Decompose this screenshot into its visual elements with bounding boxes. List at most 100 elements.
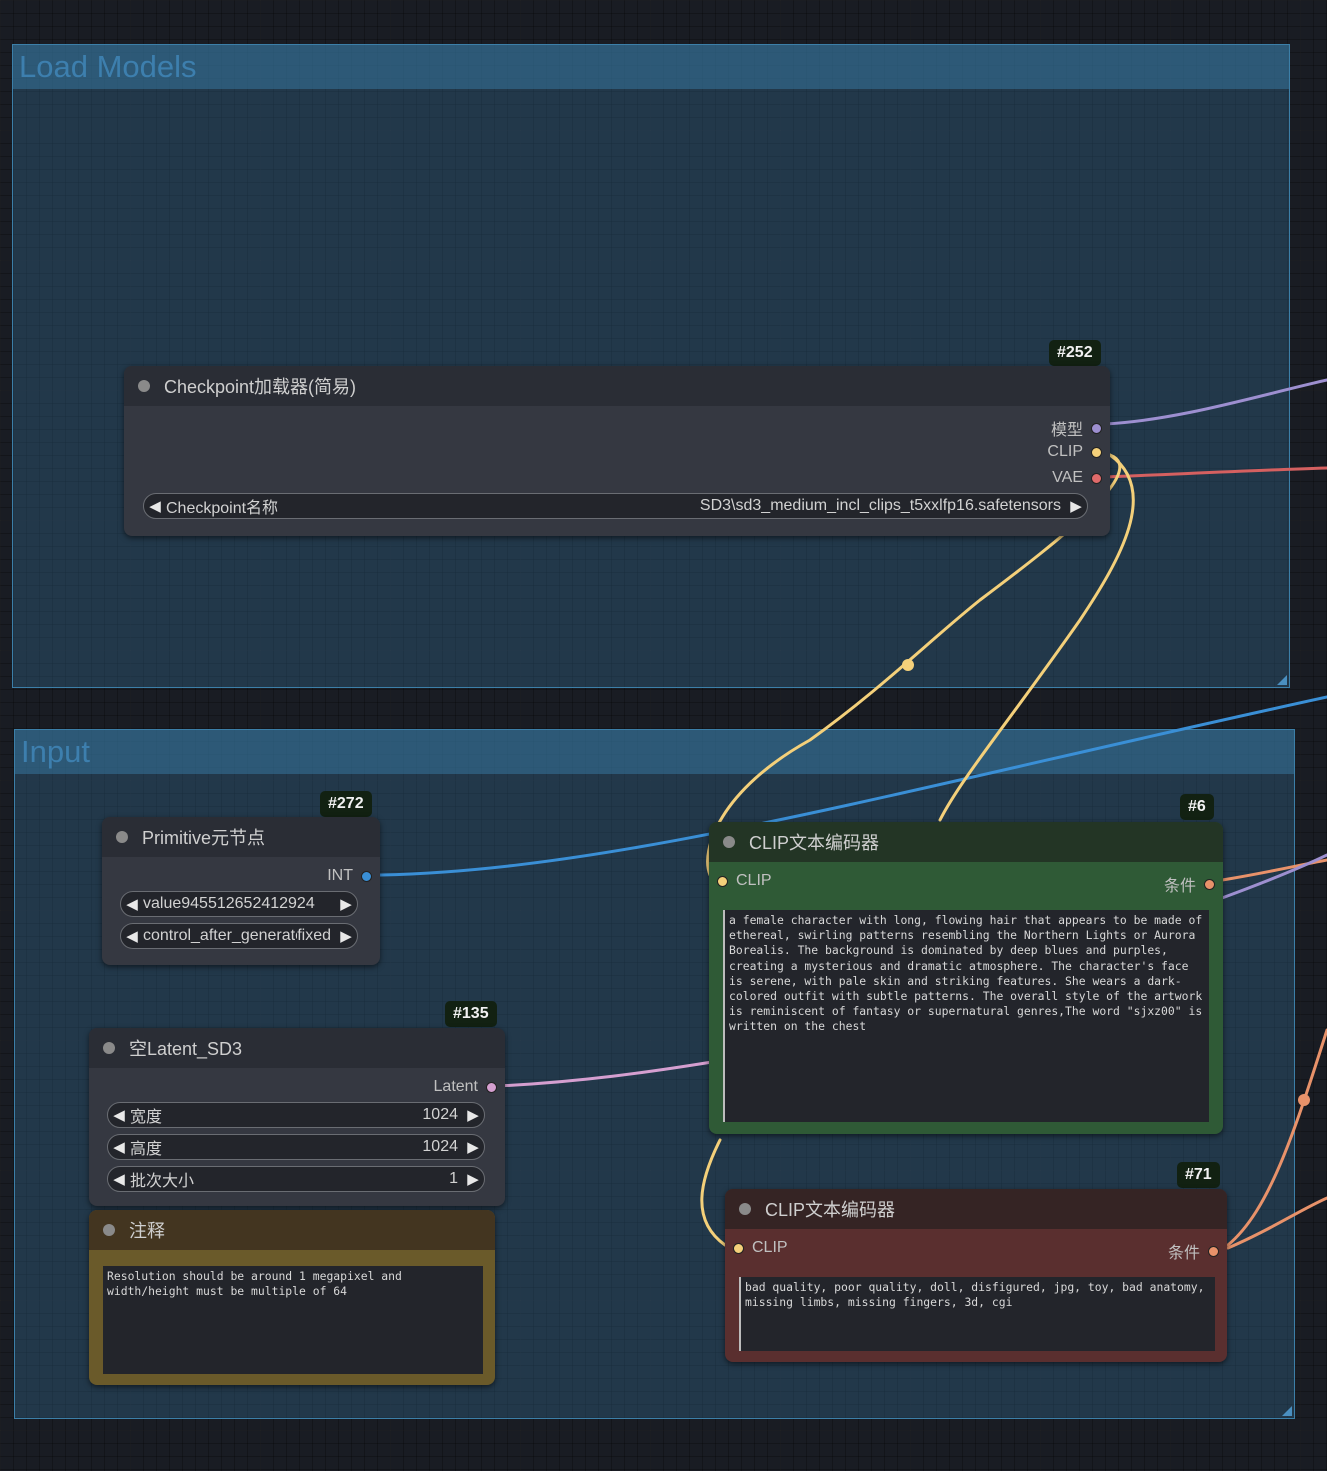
arrow-left-icon[interactable]: ◀	[113, 1107, 125, 1124]
arrow-left-icon[interactable]: ◀	[126, 928, 138, 945]
arrow-right-icon[interactable]: ▶	[340, 928, 352, 945]
node-empty-latent[interactable]: 空Latent_SD3 Latent ◀ 宽度 1024 ▶ ◀ 高度 1024…	[89, 1028, 505, 1206]
output-label: 模型	[1050, 422, 1083, 439]
node-header[interactable]: CLIP文本编码器	[725, 1189, 1227, 1229]
node-id-badge: #71	[1177, 1162, 1220, 1188]
output-int[interactable]: INT	[327, 867, 372, 885]
widget-label: control_after_generate	[143, 927, 298, 944]
collapse-dot-icon[interactable]	[103, 1224, 115, 1236]
output-slot-icon[interactable]	[486, 1081, 497, 1093]
node-title: CLIP文本编码器	[765, 1200, 896, 1220]
wire-cond-pos-2	[1220, 853, 1327, 900]
group-resize-handle[interactable]	[1277, 675, 1287, 685]
widget-label: value	[143, 895, 182, 912]
wire-vae	[1103, 466, 1327, 479]
output-label: 条件	[1167, 1245, 1200, 1262]
wire-int	[378, 695, 1327, 877]
output-clip[interactable]: CLIP	[1047, 443, 1102, 461]
group-title-load-models[interactable]: Load Models	[13, 45, 1289, 89]
input-slot-icon[interactable]	[733, 1242, 744, 1254]
group-resize-handle[interactable]	[1282, 1406, 1292, 1416]
output-label: CLIP	[1047, 443, 1083, 460]
widget-value: SD3\sd3_medium_incl_clips_t5xxlfp16.safe…	[699, 497, 1061, 514]
arrow-left-icon[interactable]: ◀	[113, 1139, 125, 1156]
arrow-right-icon[interactable]: ▶	[467, 1107, 479, 1124]
node-header[interactable]: Checkpoint加载器(简易)	[124, 366, 1110, 406]
output-label: Latent	[433, 1078, 478, 1095]
output-slot-icon[interactable]	[1091, 422, 1102, 434]
output-slot-icon[interactable]	[1091, 472, 1102, 484]
wire-reroute-dot	[1298, 1094, 1310, 1106]
arrow-left-icon[interactable]: ◀	[113, 1171, 125, 1188]
node-title: 空Latent_SD3	[129, 1039, 243, 1059]
arrow-right-icon[interactable]: ▶	[1070, 498, 1082, 515]
output-model[interactable]: 模型	[1051, 416, 1102, 440]
node-title: CLIP文本编码器	[749, 833, 880, 853]
widget-label: 宽度	[130, 1109, 163, 1126]
width-number-widget[interactable]: ◀ 宽度 1024 ▶	[107, 1102, 485, 1128]
wire-clip-to-negative	[938, 453, 1135, 822]
node-title: Primitive元节点	[142, 828, 266, 848]
arrow-right-icon[interactable]: ▶	[467, 1139, 479, 1156]
arrow-left-icon[interactable]: ◀	[126, 896, 138, 913]
widget-value: fixed	[297, 927, 331, 944]
value-number-widget[interactable]: ◀ value 945512652412924 ▶	[120, 891, 358, 917]
output-slot-icon[interactable]	[1091, 446, 1102, 458]
collapse-dot-icon[interactable]	[739, 1203, 751, 1215]
input-label: CLIP	[752, 1239, 788, 1256]
node-note[interactable]: 注释 Resolution should be around 1 megapix…	[89, 1210, 495, 1385]
node-header[interactable]: 空Latent_SD3	[89, 1028, 505, 1068]
input-clip[interactable]: CLIP	[717, 872, 772, 890]
collapse-dot-icon[interactable]	[138, 380, 150, 392]
arrow-right-icon[interactable]: ▶	[467, 1171, 479, 1188]
widget-value: 1	[449, 1170, 458, 1187]
input-slot-icon[interactable]	[717, 875, 728, 887]
wire-model	[1103, 378, 1327, 426]
node-title: Checkpoint加载器(简易)	[164, 377, 357, 397]
widget-value: 945512652412924	[181, 895, 315, 912]
node-clip-text-encode-negative[interactable]: CLIP文本编码器 CLIP 条件 bad quality, poor qual…	[725, 1189, 1227, 1362]
collapse-dot-icon[interactable]	[116, 831, 128, 843]
wire-latent	[496, 1060, 714, 1088]
output-label: VAE	[1052, 469, 1083, 486]
checkpoint-name-combo[interactable]: ◀ Checkpoint名称 SD3\sd3_medium_incl_clips…	[143, 493, 1088, 519]
collapse-dot-icon[interactable]	[103, 1042, 115, 1054]
node-checkpoint-loader[interactable]: Checkpoint加载器(简易) 模型 CLIP VAE ◀ Checkpoi…	[124, 366, 1110, 536]
widget-label: 高度	[130, 1141, 163, 1158]
wire-cond-neg-2	[1226, 1028, 1327, 1247]
height-number-widget[interactable]: ◀ 高度 1024 ▶	[107, 1134, 485, 1160]
arrow-right-icon[interactable]: ▶	[340, 896, 352, 913]
output-latent[interactable]: Latent	[434, 1078, 497, 1096]
wire-reroute-dot	[902, 659, 914, 671]
output-slot-icon[interactable]	[361, 870, 372, 882]
node-header[interactable]: 注释	[89, 1210, 495, 1250]
output-slot-icon[interactable]	[1204, 878, 1215, 890]
collapse-dot-icon[interactable]	[723, 836, 735, 848]
node-primitive[interactable]: Primitive元节点 INT ◀ value 945512652412924…	[102, 817, 380, 965]
widget-label: 批次大小	[130, 1173, 195, 1190]
node-id-badge: #135	[445, 1001, 497, 1027]
prompt-textarea[interactable]: bad quality, poor quality, doll, disfigu…	[739, 1277, 1215, 1351]
wire-cond-neg	[1226, 1196, 1327, 1250]
output-conditioning[interactable]: 条件	[1164, 872, 1215, 896]
node-header[interactable]: Primitive元节点	[102, 817, 380, 857]
output-conditioning[interactable]: 条件	[1168, 1239, 1219, 1263]
output-slot-icon[interactable]	[1208, 1245, 1219, 1257]
node-header[interactable]: CLIP文本编码器	[709, 822, 1223, 862]
input-clip[interactable]: CLIP	[733, 1239, 788, 1257]
arrow-left-icon[interactable]: ◀	[149, 498, 161, 515]
node-clip-text-encode-positive[interactable]: CLIP文本编码器 CLIP 条件 a female character wit…	[709, 822, 1223, 1134]
wire-clip-lower	[700, 1138, 727, 1247]
widget-label: Checkpoint名称	[166, 500, 279, 517]
note-textarea[interactable]: Resolution should be around 1 megapixel …	[103, 1266, 483, 1374]
node-id-badge: #6	[1180, 794, 1214, 820]
output-label: INT	[327, 867, 353, 884]
batch-size-number-widget[interactable]: ◀ 批次大小 1 ▶	[107, 1166, 485, 1192]
wire-cond-pos	[1220, 858, 1327, 882]
widget-value: 1024	[422, 1106, 458, 1123]
prompt-textarea[interactable]: a female character with long, flowing ha…	[723, 910, 1209, 1122]
input-label: CLIP	[736, 872, 772, 889]
output-vae[interactable]: VAE	[1052, 469, 1102, 487]
control-after-generate-combo[interactable]: ◀ control_after_generate fixed ▶	[120, 923, 358, 949]
node-id-badge: #252	[1049, 340, 1101, 366]
